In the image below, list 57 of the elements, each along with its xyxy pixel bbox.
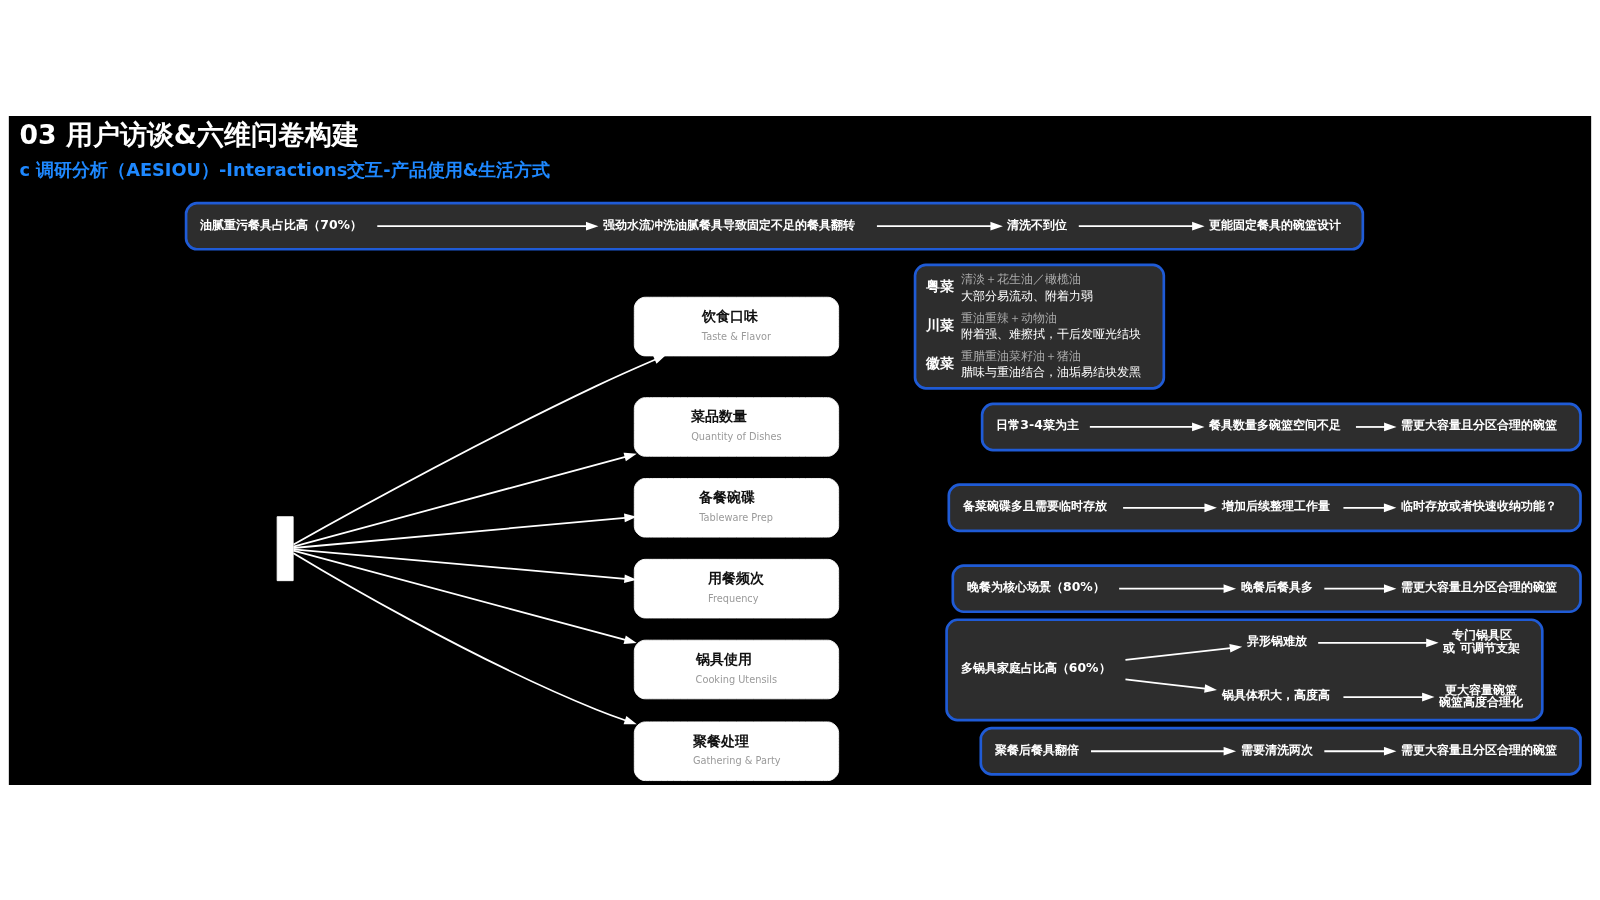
- node-box: 聚餐处理 Gathering & Party: [633, 720, 840, 781]
- arrow: [1124, 643, 1243, 661]
- cluster: [184, 201, 1365, 251]
- diagram-title: 03 用户访谈&六维问卷构建: [19, 118, 360, 150]
- arrow: [1118, 583, 1237, 593]
- node-text: 备菜碗碟多且需要临时存放: [963, 497, 1108, 513]
- node-text: 需更大容量且分区合理的碗篮: [1401, 741, 1558, 757]
- node-text: 更能固定餐具的碗篮设计: [1209, 216, 1342, 232]
- arrow: [1317, 638, 1439, 647]
- arrow: [1342, 692, 1435, 701]
- node-box: 备餐碗碟 Tableware Prep: [633, 477, 840, 538]
- arrow: [292, 354, 667, 545]
- arrow: [876, 221, 1003, 231]
- node-text: 异形锅难放: [1246, 632, 1307, 648]
- node-text: 多锅具家庭占比高（60%）: [960, 659, 1111, 675]
- arrow: [1323, 746, 1397, 756]
- node-box: 菜品数量 Quantity of Dishes: [633, 396, 840, 457]
- node-text: 晚餐为核心场景（80%）: [967, 578, 1105, 594]
- node-text: 更大容量碗篮 碗篮高度合理化: [1439, 681, 1524, 709]
- node-bar: [276, 515, 294, 581]
- arrow: [1077, 221, 1205, 231]
- arrow: [1122, 502, 1217, 512]
- node-text: 锅具体积大，高度高: [1221, 686, 1330, 702]
- node-text: 日常3-4菜为主: [996, 416, 1079, 432]
- arrow: [292, 551, 637, 724]
- cluster: [980, 402, 1582, 451]
- cluster: [945, 617, 1544, 721]
- node-text: 聚餐后餐具翻倍: [995, 741, 1080, 757]
- cluster: [979, 726, 1582, 776]
- node-box: 饮食口味 Taste & Flavor: [633, 296, 840, 356]
- node-text: 晚餐后餐具多: [1240, 578, 1313, 594]
- arrow: [1124, 677, 1217, 693]
- node-text: 临时存放或者快速收纳功能？: [1401, 497, 1558, 513]
- arrow: [292, 452, 637, 548]
- node-text: 增加后续整理工作量: [1221, 497, 1330, 513]
- node-text: 需要清洗两次: [1240, 741, 1313, 757]
- arrow: [376, 221, 599, 231]
- label: c 调研分析（AESIOU）-Interactions交互-产品使用&生活方式: [19, 159, 551, 180]
- arrow: [1088, 422, 1205, 431]
- arrow: [292, 549, 637, 644]
- cluster: [951, 563, 1582, 613]
- arrow: [1090, 746, 1237, 756]
- arrow: [1342, 502, 1397, 512]
- node-text: 餐具数量多碗篮空间不足: [1209, 416, 1342, 432]
- node-box: 用餐频次 Frequency: [633, 558, 840, 618]
- node-text: 清洗不到位: [1007, 216, 1068, 232]
- arrow: [292, 547, 637, 583]
- node-text: 油腻重污餐具占比高（70%）: [200, 216, 363, 232]
- node-text: 需更大容量且分区合理的碗篮: [1401, 416, 1558, 432]
- node-text: 专门锅具区 或 可调节支架: [1443, 626, 1520, 655]
- arrow: [1355, 422, 1397, 431]
- node-text: 需更大容量且分区合理的碗篮: [1401, 578, 1558, 594]
- cluster: [947, 482, 1582, 532]
- node-box: 锅具使用 Cooking Utensils: [633, 639, 840, 699]
- arrow: [292, 513, 637, 549]
- node-text: 强劲水流冲洗油腻餐具导致固定不足的餐具翻转: [603, 216, 856, 232]
- arrow: [1323, 583, 1397, 593]
